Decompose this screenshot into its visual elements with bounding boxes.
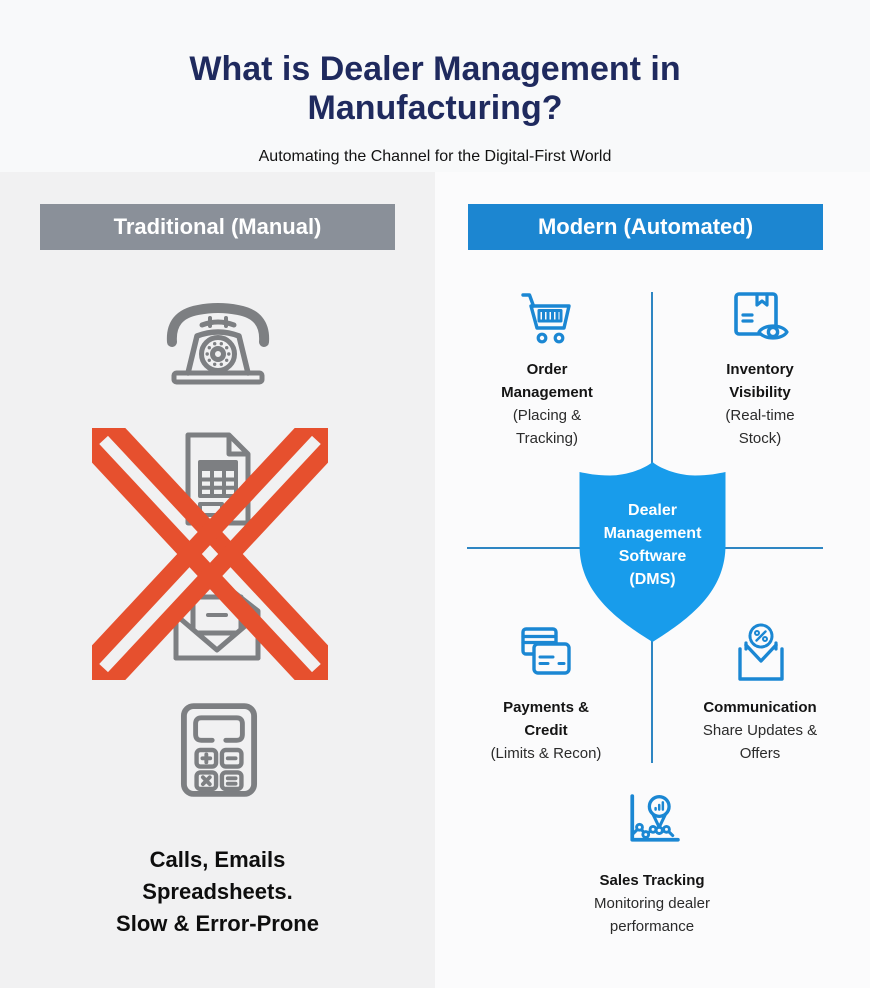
feature-sales-tracking: Sales Tracking Monitoring dealer perform… <box>542 869 762 938</box>
feature-sublabel: (Limits & Recon) <box>490 745 602 762</box>
feature-label: Payments & Credit <box>503 699 589 739</box>
page-title: What is Dealer Management in Manufacturi… <box>189 50 681 127</box>
traditional-column: Traditional (Manual) <box>0 172 435 988</box>
dms-shield-text: Dealer Management Software (DMS) <box>603 502 702 588</box>
envelope-offer-icon <box>733 623 789 683</box>
modern-header: Modern (Automated) <box>468 204 823 250</box>
dms-shield: Dealer Management Software (DMS) <box>578 461 727 643</box>
feature-sublabel: (Real-time Stock) <box>725 407 795 447</box>
red-cross-x-mark <box>92 428 328 680</box>
feature-order-management: Order Management (Placing & Tracking) <box>437 358 657 450</box>
feature-sublabel: (Placing & Tracking) <box>512 407 582 447</box>
feature-label: Inventory Visibility <box>726 361 794 401</box>
feature-communication: Communication Share Updates & Offers <box>650 696 870 765</box>
feature-payments-credit: Payments & Credit (Limits & Recon) <box>436 696 656 765</box>
rotary-phone-icon <box>158 296 278 388</box>
feature-sublabel: Monitoring dealer performance <box>594 895 710 935</box>
credit-cards-icon <box>520 626 572 677</box>
calculator-icon <box>180 702 258 798</box>
page-subtitle: Automating the Channel for the Digital-F… <box>258 148 612 165</box>
sales-chart-pin-icon <box>625 793 681 847</box>
feature-sublabel: Share Updates & Offers <box>702 722 818 762</box>
package-eye-icon <box>732 290 790 346</box>
feature-label: Order Management <box>501 361 593 401</box>
feature-label: Communication <box>703 699 817 716</box>
feature-label: Sales Tracking <box>599 872 705 889</box>
traditional-caption: Calls, Emails Spreadsheets. Slow & Error… <box>116 847 319 936</box>
shield-icon <box>579 462 726 642</box>
feature-inventory-visibility: Inventory Visibility (Real-time Stock) <box>650 358 870 450</box>
traditional-header: Traditional (Manual) <box>40 204 395 250</box>
shopping-cart-icon <box>520 292 572 345</box>
modern-column: Modern (Automated) <box>435 172 870 988</box>
